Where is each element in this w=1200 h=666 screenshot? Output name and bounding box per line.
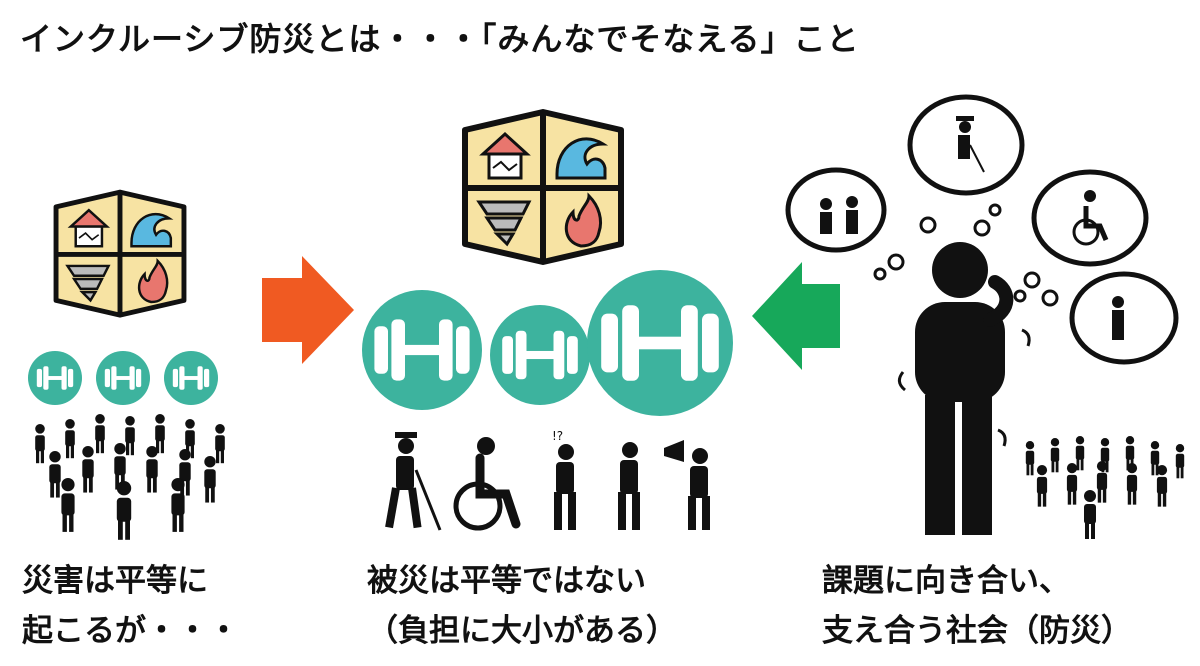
caption-middle: 被災は平等ではない （負担に大小がある） <box>367 556 677 656</box>
caption-left-line2: 起こるが・・・ <box>22 613 239 649</box>
caption-middle-line1: 被災は平等ではない <box>367 563 646 599</box>
left-small-circles <box>28 351 218 405</box>
caption-right-line1: 課題に向き合い、 <box>822 563 1070 599</box>
left-hazard-cube <box>56 192 184 315</box>
thought-cloud-3 <box>1031 169 1149 267</box>
thought-cloud-2 <box>907 94 1025 196</box>
middle-hazard-cube <box>465 112 621 262</box>
people-with-disabilities: !? <box>385 429 710 531</box>
caption-right: 課題に向き合い、 支え合う社会（防災） <box>822 556 1132 656</box>
page-title: インクルーシブ防災とは・・・「みんなでそなえる」こと <box>20 20 860 58</box>
caption-middle-line2: （負担に大小がある） <box>367 613 677 649</box>
wheelchair-user-icon <box>453 437 521 531</box>
noise-sensitive-person-icon <box>618 442 640 530</box>
thought-cloud-1 <box>785 167 887 253</box>
thought-clouds <box>785 94 1179 365</box>
caption-right-line2: 支え合う社会（防災） <box>822 613 1132 649</box>
thought-cloud-4 <box>1069 271 1179 365</box>
thinking-person-icon <box>898 242 1031 535</box>
caption-left: 災害は平等に 起こるが・・・ <box>22 556 239 656</box>
arrow-left-green <box>752 262 840 370</box>
svg-text:!?: !? <box>552 429 563 443</box>
megaphone-person-icon <box>664 440 710 530</box>
caption-left-line1: 災害は平等に <box>22 563 208 599</box>
crowd-icon <box>35 414 225 540</box>
right-crowd-icon <box>1025 436 1185 539</box>
middle-dumbbell-circles <box>362 270 733 416</box>
blind-person-icon <box>385 432 442 531</box>
arrow-right-orange <box>262 256 354 364</box>
confused-person-icon: !? <box>552 429 576 530</box>
